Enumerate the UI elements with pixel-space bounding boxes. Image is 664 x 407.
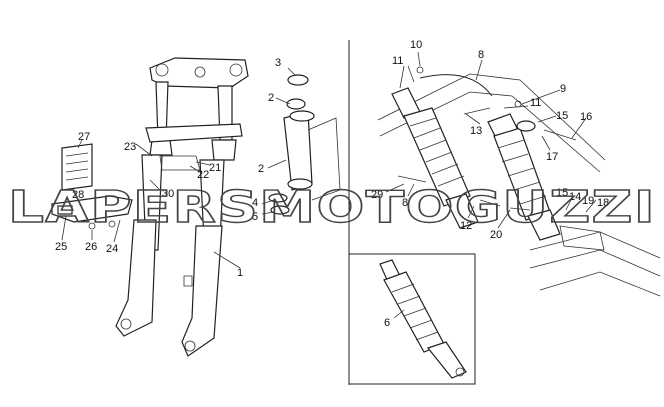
label-16: 16 — [580, 111, 592, 123]
label-23: 23 — [124, 141, 136, 153]
label-3: 3 — [275, 57, 281, 69]
label-26: 26 — [85, 241, 97, 253]
label-4: 4 — [252, 197, 258, 209]
label-20: 20 — [490, 229, 502, 241]
label-11-left: 11 — [392, 55, 403, 67]
label-24: 24 — [106, 243, 118, 255]
steering-head-parts — [268, 74, 341, 215]
callout-labels: 1 2 2 3 4 5 6 8 8 9 10 11 11 12 13 14 15… — [55, 39, 609, 329]
label-17: 17 — [546, 151, 558, 163]
label-18: 18 — [597, 197, 609, 209]
label-12: 12 — [460, 220, 472, 232]
label-2-lower: 2 — [258, 163, 264, 175]
label-8-lower: 8 — [402, 197, 408, 209]
label-6: 6 — [384, 317, 390, 329]
label-13: 13 — [470, 125, 482, 137]
reflector-plate-parts — [51, 143, 133, 230]
label-19: 19 — [582, 195, 594, 207]
label-15-upper: 15 — [556, 110, 568, 122]
label-25: 25 — [55, 241, 67, 253]
rear-shock-left — [391, 87, 479, 229]
inset-box — [348, 253, 476, 385]
label-11-right: 11 — [530, 97, 541, 109]
label-22: 22 — [197, 169, 209, 181]
label-5: 5 — [252, 211, 258, 223]
label-27: 27 — [78, 131, 90, 143]
label-28: 28 — [72, 189, 84, 201]
label-21: 21 — [209, 162, 221, 174]
label-15-lower: 15 — [556, 187, 568, 199]
label-1: 1 — [237, 267, 243, 279]
label-30: 30 — [162, 188, 174, 200]
label-2-upper: 2 — [268, 92, 274, 104]
label-8-top: 8 — [478, 49, 484, 61]
leader-lines — [61, 51, 597, 319]
label-29: 29 — [371, 189, 383, 201]
label-14: 14 — [569, 191, 581, 203]
front-fork-assembly — [115, 57, 249, 357]
label-10: 10 — [410, 39, 422, 51]
label-9: 9 — [560, 83, 566, 95]
cable-and-bolts — [397, 66, 577, 211]
rear-shock-right — [487, 113, 561, 241]
watermark-text: LAPERSMOTOGUZZI — [8, 182, 656, 233]
rear-shock-inset — [379, 259, 467, 379]
